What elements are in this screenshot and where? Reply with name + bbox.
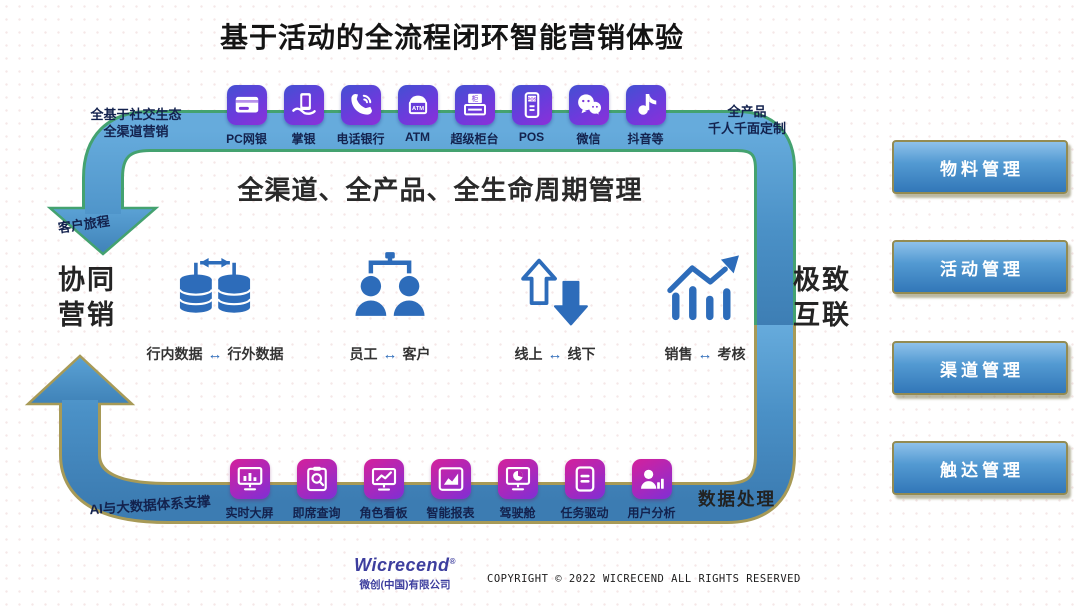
role-board-icon (363, 459, 404, 499)
tool-item: 实时大屏 (216, 459, 283, 521)
smart-report-icon (430, 459, 471, 499)
tool-item: 即席查询 (283, 459, 350, 521)
company-name: 微创(中国)有限公司 (359, 579, 451, 591)
management-button[interactable]: 活动管理 (892, 240, 1068, 294)
hand-phone-icon (283, 85, 324, 125)
management-button[interactable]: 物料管理 (892, 140, 1068, 194)
tool-label: 即席查询 (292, 506, 341, 520)
management-button-column: 物料管理 活动管理 渠道管理 触达管理 (892, 0, 1070, 608)
svg-text:ATM: ATM (411, 106, 423, 112)
loop-up-arrowhead (24, 354, 136, 406)
data-processing-label: 数据处理 (698, 489, 776, 509)
channel-row: PC网银 掌银 电话银行 ATM ATM 柜 超级柜台 POS (218, 85, 674, 147)
right-title: 极致 互联 (793, 265, 851, 331)
pos-icon: POS (511, 85, 552, 125)
big-screen-icon (229, 459, 270, 499)
phone-handset-icon (340, 85, 381, 125)
company-logo: Wicrecend® 微创(中国)有限公司 (330, 555, 480, 592)
top-right-note: 全产品 千人千面定制 (707, 104, 786, 136)
user-analysis-icon (631, 459, 672, 499)
tool-label: 智能报表 (426, 506, 475, 520)
task-driven-icon (564, 459, 605, 499)
tool-item: 角色看板 (350, 459, 417, 521)
channel-label: POS (518, 130, 545, 144)
channel-label: 抖音等 (627, 132, 664, 146)
channel-item: 掌银 (275, 85, 332, 147)
svg-text:POS: POS (527, 96, 536, 101)
management-button[interactable]: 触达管理 (892, 441, 1068, 495)
channel-item: PC网银 (218, 85, 275, 147)
management-button[interactable]: 渠道管理 (892, 341, 1068, 395)
channel-label: 微信 (576, 132, 601, 146)
channel-label: PC网银 (226, 132, 267, 146)
counter-icon: 柜 (454, 85, 495, 125)
adhoc-query-icon (296, 459, 337, 499)
wechat-icon (568, 85, 609, 125)
channel-item: 微信 (560, 85, 617, 147)
tool-label: 实时大屏 (225, 506, 274, 520)
tool-label: 角色看板 (359, 506, 408, 520)
bank-card-icon (226, 85, 267, 125)
page-title: 基于活动的全流程闭环智能营销体验 (219, 22, 684, 53)
tools-row: 实时大屏 即席查询 角色看板 智能报表 驾驶舱 (216, 459, 685, 521)
channel-item: ATM ATM (389, 85, 446, 147)
logo-wordmark: Wicrecend (354, 555, 450, 575)
top-left-note: 全基于社交生态 全渠道营销 (90, 107, 182, 139)
loop-bottom-band (62, 325, 793, 521)
channel-item: 电话银行 (332, 85, 389, 147)
loop-top-band (85, 113, 793, 335)
cockpit-icon (497, 459, 538, 499)
tool-item: 任务驱动 (551, 459, 618, 521)
trademark-symbol: ® (449, 557, 456, 566)
tool-label: 用户分析 (627, 506, 676, 520)
tool-label: 驾驶舱 (499, 506, 536, 520)
channel-label: 电话银行 (336, 132, 385, 146)
atm-icon: ATM (397, 85, 438, 125)
left-title: 协同 营销 (58, 265, 116, 331)
tool-label: 任务驱动 (560, 506, 609, 520)
loop-top-band-edge (82, 110, 796, 335)
channel-label: ATM (404, 130, 431, 144)
channel-label: 掌银 (291, 132, 316, 146)
tool-item: 驾驶舱 (484, 459, 551, 521)
svg-text:柜: 柜 (471, 94, 478, 103)
tool-item: 用户分析 (618, 459, 685, 521)
copyright-text: COPYRIGHT © 2022 WICRECEND ALL RIGHTS RE… (487, 573, 801, 585)
channel-item: 抖音等 (617, 85, 674, 147)
management-banner: 全渠道、全产品、全生命周期管理 (237, 175, 643, 205)
tool-item: 智能报表 (417, 459, 484, 521)
channel-item: 柜 超级柜台 (446, 85, 503, 147)
tiktok-icon (625, 85, 666, 125)
channel-item: POS POS (503, 85, 560, 147)
channel-label: 超级柜台 (450, 132, 499, 146)
